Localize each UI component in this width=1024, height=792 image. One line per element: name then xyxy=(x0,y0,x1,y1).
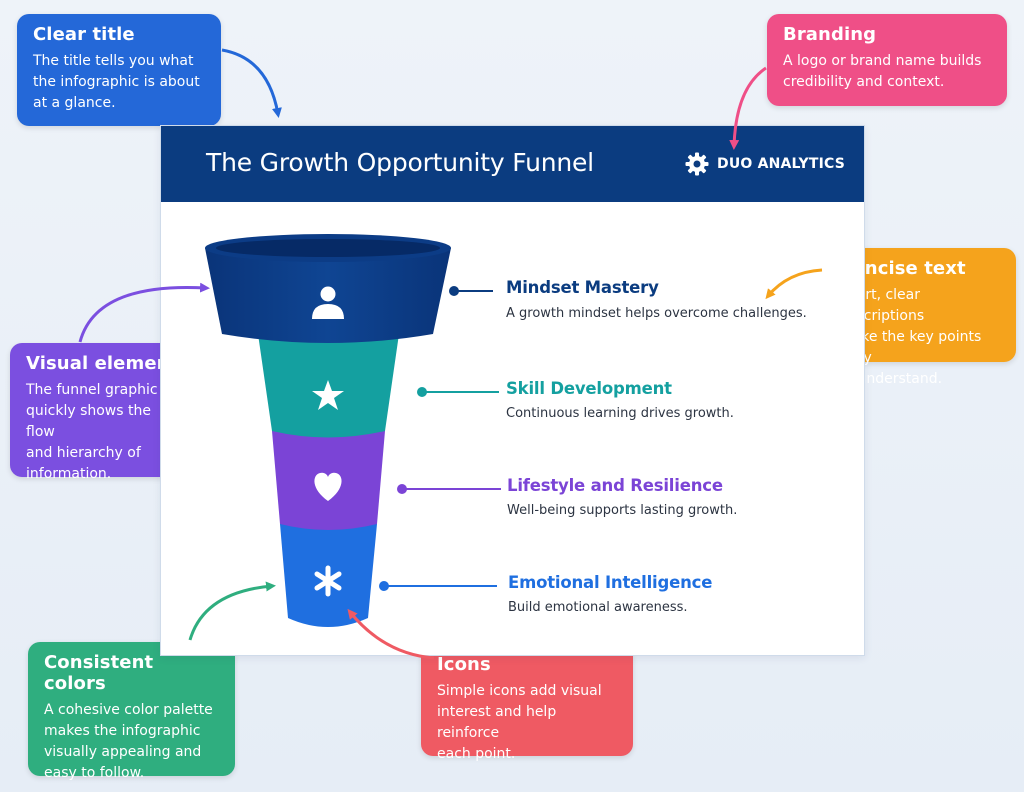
callout-line: visually appealing and xyxy=(44,744,202,760)
stage-connector xyxy=(423,391,499,393)
stage-description: Build emotional awareness. xyxy=(508,600,688,615)
callout-branding: Branding A logo or brand name builds cre… xyxy=(767,14,1007,106)
heart-icon xyxy=(314,472,342,501)
stage-dot xyxy=(417,387,427,397)
infographic-card: The Growth Opportunity Funnel xyxy=(160,125,865,656)
gear-icon xyxy=(685,152,709,176)
callout-line: makes the infographic xyxy=(44,723,201,739)
callout-line: quickly shows the flow xyxy=(26,403,151,440)
callout-line: interest and help reinforce xyxy=(437,704,557,741)
callout-icons: Icons Simple icons add visual interest a… xyxy=(421,644,633,762)
arrow-concise xyxy=(765,268,823,300)
callout-line: information. xyxy=(26,466,112,482)
star-icon xyxy=(312,380,344,410)
callout-line: A cohesive color palette xyxy=(44,702,213,718)
stage-dot xyxy=(449,286,459,296)
callout-consistent-colors: Consistent colors A cohesive color palet… xyxy=(28,642,235,781)
callout-text: Simple icons add visual interest and hel… xyxy=(437,681,619,765)
funnel-rim-inner xyxy=(216,239,440,257)
callout-line: The title tells you what xyxy=(33,53,194,69)
callout-text: The title tells you what the infographic… xyxy=(33,51,207,114)
infographic-title: The Growth Opportunity Funnel xyxy=(206,148,594,177)
stage-connector xyxy=(385,585,497,587)
stage-connector xyxy=(455,290,493,292)
stage-title: Emotional Intelligence xyxy=(508,573,713,592)
stage-title: Mindset Mastery xyxy=(506,278,659,297)
callout-line: and hierarchy of xyxy=(26,445,141,461)
callout-line: credibility and context. xyxy=(783,74,945,90)
person-icon xyxy=(312,286,344,319)
callout-line: the infographic is about xyxy=(33,74,200,90)
arrow-colors xyxy=(188,581,276,641)
callout-heading: Consistent colors xyxy=(44,652,154,694)
arrow-icons xyxy=(347,608,435,660)
callout-text: A cohesive color palette makes the infog… xyxy=(44,700,221,784)
stage-title: Skill Development xyxy=(506,379,672,398)
arrow-title xyxy=(221,48,282,118)
callout-line: The funnel graphic xyxy=(26,382,158,398)
callout-text: The funnel graphic quickly shows the flo… xyxy=(26,380,182,485)
callout-heading: Branding xyxy=(783,24,877,45)
callout-line: A logo or brand name builds xyxy=(783,53,982,69)
callout-heading: Clear title xyxy=(33,24,135,45)
brand-name: DUO ANALYTICS xyxy=(717,156,846,172)
callout-line: Simple icons add visual xyxy=(437,683,602,699)
callout-line: easy to follow. xyxy=(44,765,145,781)
stage-dot xyxy=(379,581,389,591)
stage-dot xyxy=(397,484,407,494)
stage-description: Continuous learning drives growth. xyxy=(506,406,734,421)
callout-line: each point. xyxy=(437,746,516,762)
callout-heading: Concise text xyxy=(839,258,966,279)
callout-line: at a glance. xyxy=(33,95,116,111)
stage-title: Lifestyle and Resilience xyxy=(507,476,723,495)
callout-text: A logo or brand name builds credibility … xyxy=(783,51,993,93)
stage-description: A growth mindset helps overcome challeng… xyxy=(506,306,807,321)
arrow-branding xyxy=(729,66,767,150)
infographic-header: The Growth Opportunity Funnel xyxy=(161,126,864,202)
callout-heading: Icons xyxy=(437,654,491,675)
asterisk-icon xyxy=(314,565,342,597)
callout-heading: Visual element xyxy=(26,353,179,374)
funnel-graphic xyxy=(205,234,451,627)
stage-connector xyxy=(403,488,501,490)
brand-logo: DUO ANALYTICS xyxy=(685,152,845,176)
stage-description: Well-being supports lasting growth. xyxy=(507,503,738,518)
callout-clear-title: Clear title The title tells you what the… xyxy=(17,14,221,126)
arrow-visual xyxy=(78,282,210,343)
